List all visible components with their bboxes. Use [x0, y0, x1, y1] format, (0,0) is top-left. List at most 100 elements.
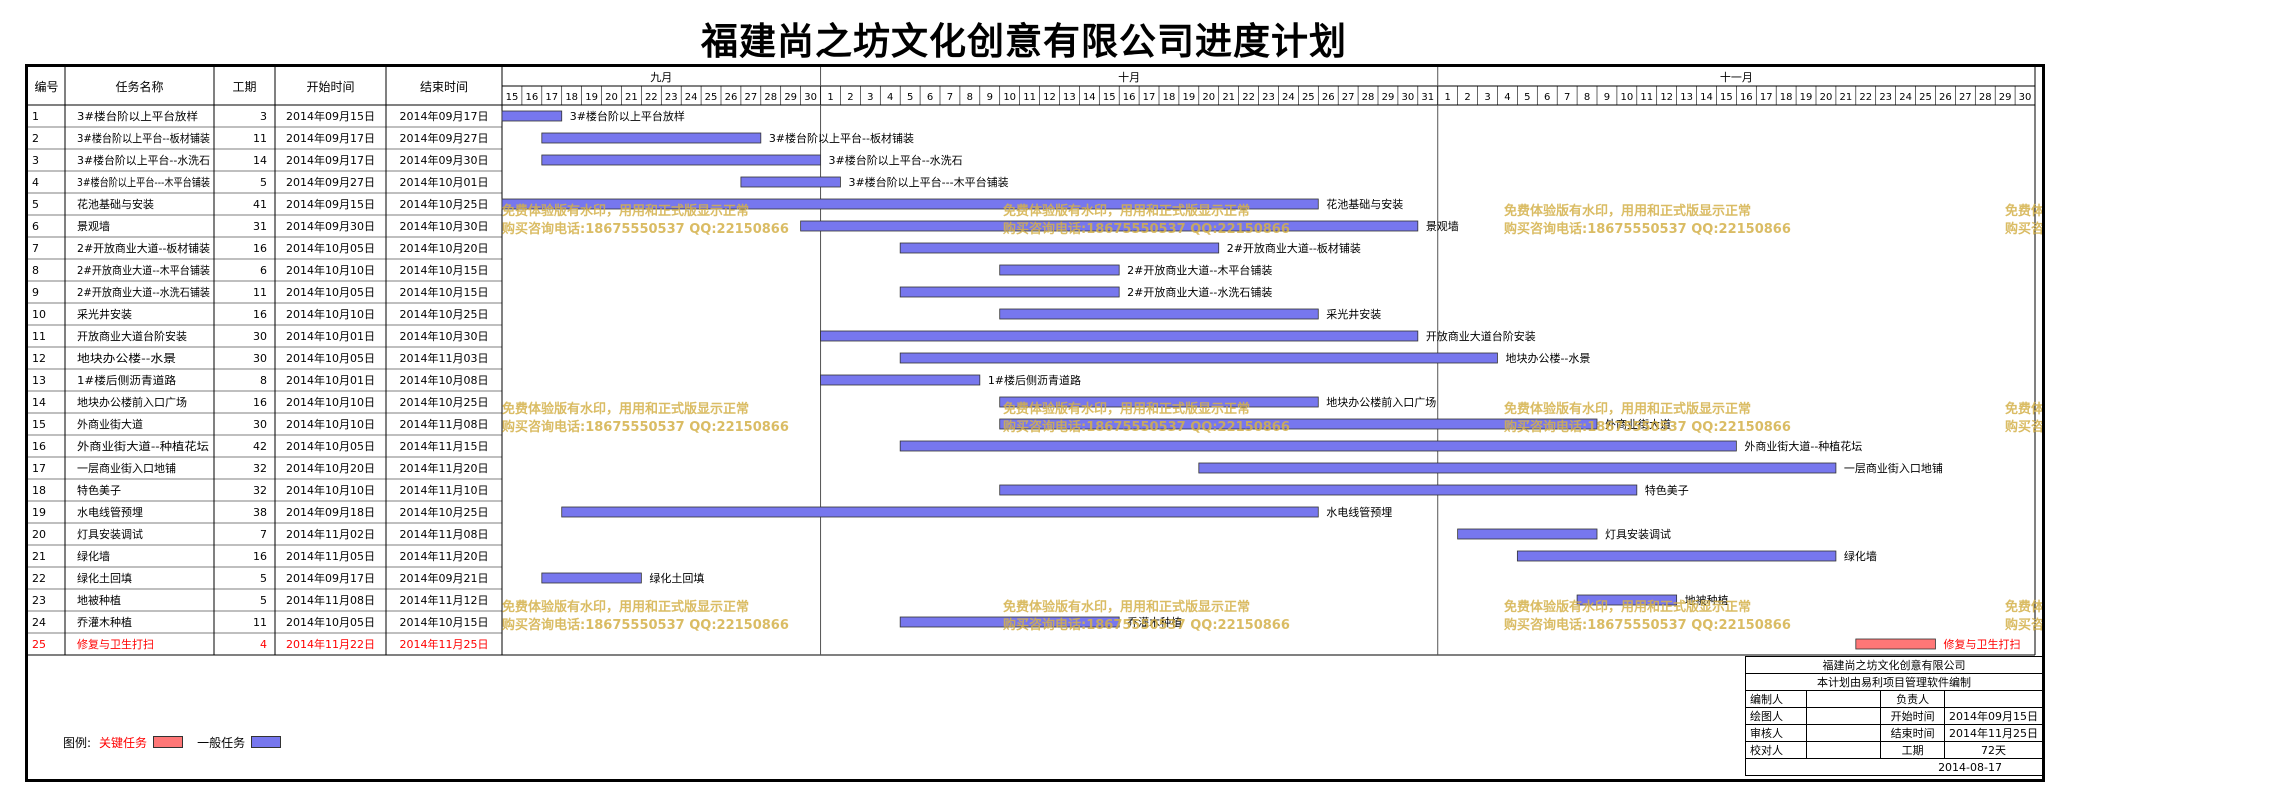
- day-label: 1: [1444, 92, 1450, 103]
- task-bar-label: 外商业街大道: [1605, 417, 1671, 431]
- task-bar: [1516, 550, 1837, 562]
- watermark-line2: 购买咨询电话:18675550537 QQ:22150866: [2005, 221, 2042, 237]
- day-label: 11: [1023, 92, 1036, 103]
- day-label: 8: [967, 92, 973, 103]
- task-bar: [501, 198, 1319, 210]
- day-label: 30: [1401, 92, 1414, 103]
- task-duration: 5: [260, 572, 267, 585]
- task-name: 3#楼台阶以上平台--板材铺装: [77, 131, 210, 145]
- task-start: 2014年09月17日: [286, 153, 375, 167]
- day-label: 14: [1083, 92, 1096, 103]
- day-label: 22: [645, 92, 658, 103]
- task-start: 2014年10月10日: [286, 483, 375, 497]
- day-label: 24: [1282, 92, 1295, 103]
- task-id: 20: [32, 528, 46, 541]
- task-bar-label: 地块办公楼--水景: [1505, 351, 1590, 365]
- day-label: 27: [1342, 92, 1355, 103]
- task-bar: [999, 396, 1319, 408]
- task-duration: 30: [253, 352, 267, 365]
- watermark-line2: 购买咨询电话:18675550537 QQ:22150866: [2005, 419, 2042, 435]
- table-header-cell: 编号: [34, 79, 58, 94]
- task-id: 17: [32, 462, 46, 475]
- watermark-line1: 免费体验版有水印，用用和正式版显示正常: [1003, 203, 1250, 219]
- task-bar-label: 景观墙: [1426, 219, 1459, 233]
- task-duration: 16: [253, 396, 267, 409]
- task-id: 3: [32, 154, 39, 167]
- watermark-line1: 免费体验版有水印，用用和正式版显示正常: [502, 203, 749, 219]
- day-label: 20: [1202, 92, 1215, 103]
- task-bar: [800, 220, 1419, 232]
- task-end: 2014年09月30日: [400, 153, 489, 167]
- task-name: 地块办公楼前入口广场: [77, 395, 187, 409]
- task-end: 2014年11月15日: [400, 439, 489, 453]
- task-start: 2014年09月17日: [286, 571, 375, 585]
- watermark-line1: 免费体验版有水印，用用和正式版显示正常: [2005, 401, 2042, 417]
- table-header-cell: 结束时间: [420, 80, 468, 94]
- task-bar: [541, 572, 642, 584]
- info-editor-label: 编制人: [1744, 690, 1808, 708]
- legend: 图例: 关键任务 一般任务: [63, 734, 295, 750]
- legend-critical-swatch: [153, 736, 184, 748]
- task-end: 2014年11月08日: [400, 527, 489, 541]
- task-end: 2014年10月25日: [400, 307, 489, 321]
- watermark-line2: 购买咨询电话:18675550537 QQ:22150866: [2005, 617, 2042, 633]
- task-duration: 16: [253, 242, 267, 255]
- task-end: 2014年09月17日: [400, 109, 489, 123]
- day-label: 10: [1620, 92, 1633, 103]
- task-bar: [561, 506, 1319, 518]
- task-bar: [899, 242, 1220, 254]
- task-bar: [999, 418, 1598, 430]
- day-label: 18: [565, 92, 578, 103]
- day-label: 24: [685, 92, 698, 103]
- info-checker-value: [1806, 741, 1882, 759]
- task-bar: [820, 330, 1419, 342]
- watermark-line1: 免费体验版有水印，用用和正式版显示正常: [1504, 599, 1751, 615]
- watermark-line2: 购买咨询电话:18675550537 QQ:22150866: [1504, 419, 1791, 435]
- task-duration: 14: [253, 154, 267, 167]
- task-bar-label: 一层商业街入口地铺: [1844, 461, 1943, 475]
- day-label: 10: [1003, 92, 1016, 103]
- task-bar-label: 2#开放商业大道--木平台铺装: [1127, 263, 1272, 277]
- watermark-line1: 免费体验版有水印，用用和正式版显示正常: [1504, 401, 1751, 417]
- info-software-note: 本计划由易利项目管理软件编制: [1745, 673, 2043, 691]
- month-label: 十月: [1118, 70, 1140, 84]
- task-bar-label: 地被种植: [1685, 593, 1729, 607]
- task-duration: 38: [253, 506, 267, 519]
- day-label: 28: [764, 92, 777, 103]
- task-id: 24: [32, 616, 46, 629]
- day-label: 24: [1899, 92, 1912, 103]
- day-label: 17: [545, 92, 558, 103]
- task-name: 绿化土回填: [77, 571, 132, 585]
- day-label: 15: [1720, 92, 1733, 103]
- task-end: 2014年10月15日: [400, 285, 489, 299]
- task-bar-label: 1#楼后侧沥青道路: [988, 373, 1081, 387]
- task-bar: [1576, 594, 1678, 606]
- day-label: 21: [1839, 92, 1852, 103]
- day-label: 8: [1584, 92, 1590, 103]
- day-label: 4: [887, 92, 893, 103]
- watermark-line2: 购买咨询电话:18675550537 QQ:22150866: [502, 419, 789, 435]
- task-name: 水电线管预埋: [77, 505, 143, 519]
- day-label: 28: [1979, 92, 1992, 103]
- day-label: 14: [1700, 92, 1713, 103]
- info-duration-label: 工期: [1880, 741, 1945, 759]
- task-id: 16: [32, 440, 46, 453]
- watermark-line1: 免费体验版有水印，用用和正式版显示正常: [2005, 599, 2042, 615]
- task-id: 14: [32, 396, 46, 409]
- task-start: 2014年11月08日: [286, 593, 375, 607]
- info-drafter-value: [1806, 707, 1882, 725]
- task-name: 景观墙: [77, 219, 110, 233]
- task-name: 特色美子: [77, 483, 121, 497]
- task-duration: 5: [260, 176, 267, 189]
- task-name: 3#楼台阶以上平台--水洗石: [77, 153, 210, 167]
- day-label: 16: [1740, 92, 1753, 103]
- day-label: 5: [907, 92, 913, 103]
- task-bar: [899, 440, 1737, 452]
- task-end: 2014年10月08日: [400, 373, 489, 387]
- task-bar-label: 修复与卫生打扫: [1943, 637, 2020, 651]
- task-end: 2014年11月03日: [400, 351, 489, 365]
- task-name: 灯具安装调试: [77, 527, 143, 541]
- legend-normal-label: 一般任务: [197, 735, 246, 750]
- task-bar-label: 绿化土回填: [649, 571, 704, 585]
